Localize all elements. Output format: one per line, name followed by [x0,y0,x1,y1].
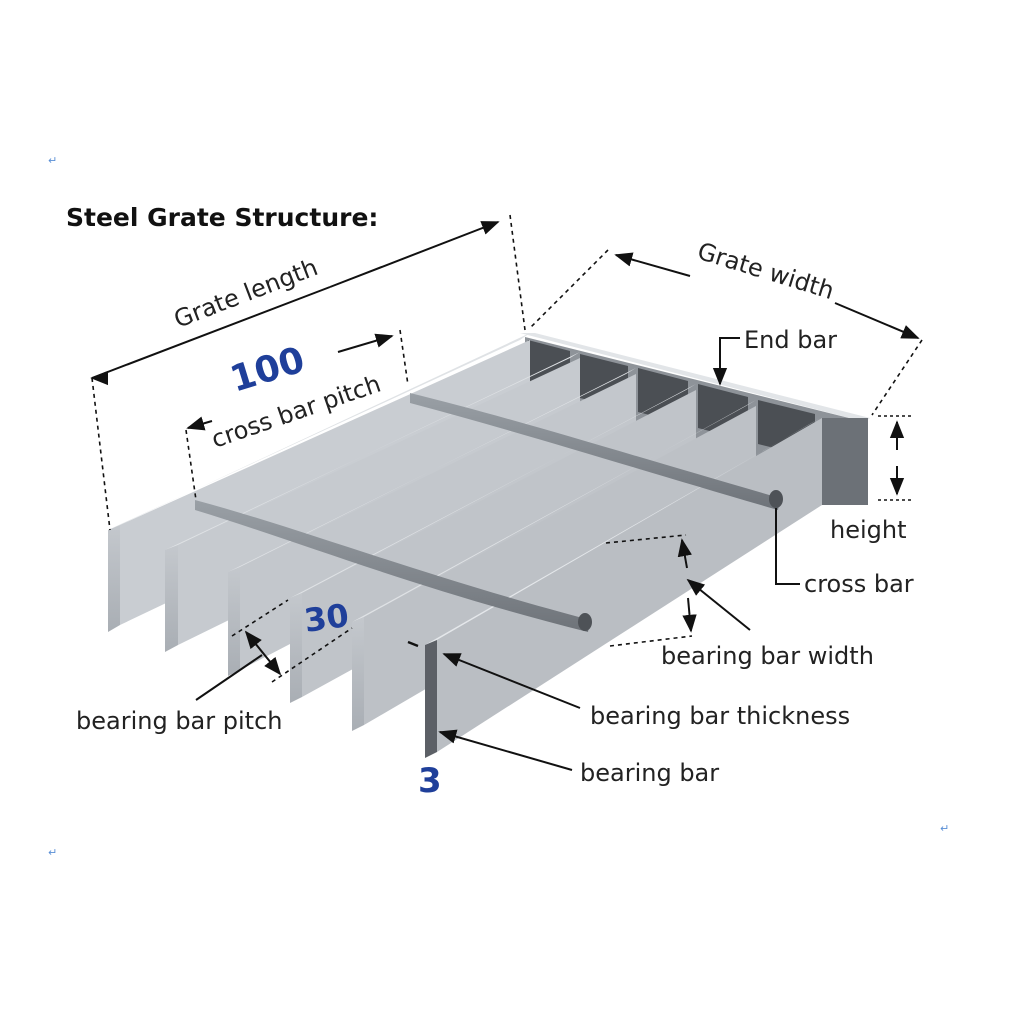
bearing-bar-pitch-label: bearing bar pitch [76,707,282,735]
grate-length-label: Grate length [170,253,321,333]
paragraph-mark: ↵ [940,822,949,835]
bearing-bar-pitch-value: 30 [302,596,351,640]
grate-width-label: Grate width [694,237,837,305]
bearing-bars [108,333,822,758]
dimension-lines [92,214,923,771]
paragraph-mark: ↵ [48,846,57,859]
height-label: height [830,516,907,544]
end-bar-end-face [822,418,868,505]
diagram-title: Steel Grate Structure: [66,203,378,232]
end-bar-label: End bar [744,326,837,354]
cross-bars [195,393,783,632]
bearing-bar-thickness-value: 3 [418,761,442,801]
bearing-bar-label: bearing bar [580,759,719,787]
cross-bar-pitch-value: 100 [226,339,310,400]
paragraph-mark: ↵ [48,154,57,167]
cross-bar-label: cross bar [804,570,914,598]
grate-illustration [108,333,870,758]
bearing-bar-width-label: bearing bar width [661,642,874,670]
end-bar-top [520,333,870,422]
bearing-bar-thickness-label: bearing bar thickness [590,702,850,730]
